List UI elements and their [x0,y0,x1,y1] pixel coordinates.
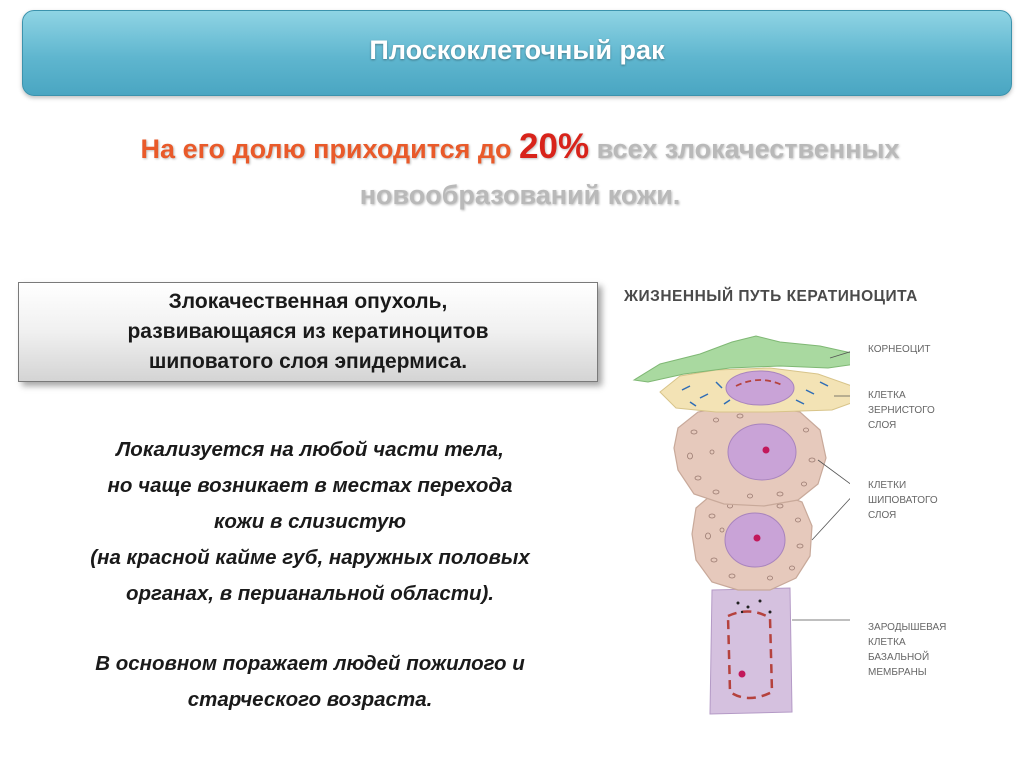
label-spinous: КЛЕТКИ ШИПОВАТОГО СЛОЯ [868,478,938,523]
corneocyte-body [632,335,850,383]
keratinocyte-diagram [632,335,850,715]
spinous-cell-upper-nucleus [727,423,797,481]
title-bar: Плоскоклеточный рак [22,10,1012,96]
label-corneocyte: КОРНЕОЦИТ [868,344,931,355]
localization-line-1: Локализуется на любой части тела, [116,438,504,461]
localization-line-5: органах, в перианальной области). [126,582,494,605]
slide-title: Плоскоклеточный рак [369,35,665,65]
granular-cell [659,367,850,413]
corneocyte [632,335,850,383]
basal-cell [709,587,793,715]
age-line-1: В основном поражает людей пожилого и [95,652,525,675]
label-granular: КЛЕТКА ЗЕРНИСТОГО СЛОЯ [868,388,935,433]
statistic-percent: 20% [519,127,590,166]
spinous-cell-upper [673,405,827,507]
label-spinous-line-2: ШИПОВАТОГО [868,495,938,506]
label-granular-line-2: ЗЕРНИСТОГО [868,405,935,416]
age-line-2: старческого возраста. [187,688,433,711]
label-spinous-line-3: СЛОЯ [868,510,897,521]
spinous-cell-lower-nucleolus [753,534,761,542]
localization-line-4: (на красной кайме губ, наружных половых [90,546,530,569]
statistic-suffix: всех злокачественных [589,134,900,164]
label-spinous-line-1: КЛЕТКИ [868,480,907,491]
label-basal-line-2: КЛЕТКА [868,637,906,648]
label-basal: ЗАРОДЫШЕВАЯ КЛЕТКА БАЗАЛЬНОЙ МЕМБРАНЫ [868,620,946,680]
spinous-cell-upper-nucleolus [762,446,770,454]
statistic-line-2: новообразований кожи. [359,180,681,210]
localization-line-3: кожи в слизистую [214,510,406,533]
granular-cell-nucleus [725,370,795,406]
label-pointers [792,351,850,621]
basal-cell-nucleolus [738,670,746,678]
definition-box: Злокачественная опухоль, развивающаяся и… [18,282,598,382]
label-granular-line-1: КЛЕТКА [868,390,906,401]
label-granular-line-3: СЛОЯ [868,420,897,431]
statistic-prefix: На его долю приходится до [140,134,520,164]
localization-line-2: но чаще возникает в местах перехода [107,474,513,497]
definition-line-2: развивающаяся из кератиноцитов [127,320,489,343]
diagram-title: ЖИЗНЕННЫЙ ПУТЬ КЕРАТИНОЦИТА [624,288,918,305]
label-basal-line-3: БАЗАЛЬНОЙ [868,652,930,663]
localization-text: Локализуется на любой части тела, но чащ… [20,432,600,612]
label-basal-line-1: ЗАРОДЫШЕВАЯ [868,622,947,633]
statistic-line-1: На его долю приходится до 20% всех злока… [60,124,980,172]
age-text: В основном поражает людей пожилого и ста… [20,646,600,718]
label-basal-line-4: МЕМБРАНЫ [868,667,927,678]
statistic-text: На его долю приходится до 20% всех злока… [60,124,980,218]
definition-line-3: шиповатого слоя эпидермиса. [148,350,468,373]
basal-cell-body [709,587,793,715]
spinous-cell-lower [691,489,813,591]
definition-line-1: Злокачественная опухоль, [168,290,448,313]
